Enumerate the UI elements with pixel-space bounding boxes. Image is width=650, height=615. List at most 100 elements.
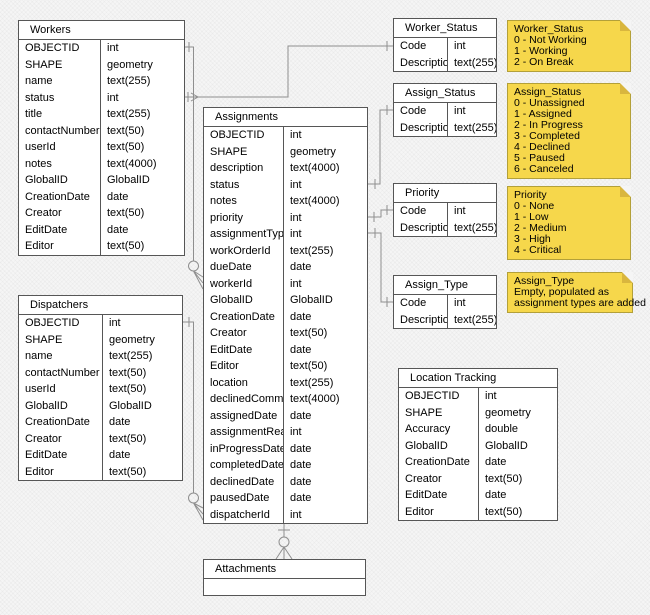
table-assign-status[interactable]: Assign_Status CodeintDescriptiontext(255… [393,83,497,137]
connector-workers-assignments [185,42,204,290]
field-name: Description [394,54,448,71]
table-title: Assign_Type [394,276,496,295]
field-name: Editor [399,503,479,520]
field-name: dueDate [204,259,284,276]
field-type: int [290,129,302,141]
table-title: Assignments [204,108,367,127]
field-type: int [107,42,119,54]
field-name: Description [394,311,448,328]
field-name: declinedDate [204,473,284,490]
table-worker-status[interactable]: Worker_Status CodeintDescriptiontext(255… [393,18,497,72]
table-assign-type[interactable]: Assign_Type CodeintDescriptiontext(255) [393,275,497,329]
field-type: text(50) [107,141,145,153]
table-rows: CodeintDescriptiontext(255) [394,295,496,328]
field-type: date [485,489,507,501]
table-row: Description text(255) [394,219,496,236]
table-row: assignmentRead int [204,424,367,441]
field-type: text(50) [290,360,328,372]
field-name: SHAPE [204,143,284,160]
field-type: text(50) [109,432,147,445]
field-name: workerId [204,275,284,292]
table-title: Location Tracking [399,369,557,388]
field-name: Creator [19,430,103,447]
field-type: date [290,475,312,488]
table-priority[interactable]: Priority CodeintDescription text(255) [393,183,497,237]
table-rows: CodeintDescriptiontext(255) [394,38,496,71]
field-name: description [204,160,284,177]
field-type: date [290,343,312,356]
field-name: Description [394,119,448,136]
field-type: text(50) [107,207,145,219]
table-row: Creator text(50) [19,430,182,447]
field-type: geometry [107,58,153,71]
table-rows [204,579,365,595]
table-attachments[interactable]: Attachments [203,559,366,596]
connector-assignments-attachments [275,522,293,560]
note-line: 5 - Paused [514,152,565,164]
table-title: Priority [394,184,496,203]
field-name: EditDate [399,487,479,504]
note-line: 3 - Completed [514,130,580,142]
field-name: completedDate [204,457,284,474]
field-type: text(50) [485,472,523,485]
field-type: text(255) [107,108,151,120]
field-name: name [19,348,103,365]
note-line: 4 - Critical [514,244,562,256]
table-row: dueDate date [204,259,367,276]
note-line: 6 - Canceled [514,163,574,175]
note-line: 2 - Medium [514,222,567,234]
field-name: Description [394,219,448,236]
field-type: text(255) [454,221,496,234]
field-type: int [109,317,121,329]
field-type: date [109,416,131,428]
note-line: Priority [514,189,547,201]
field-type: GlobalID [109,399,152,412]
field-type: int [290,426,302,438]
field-name: GlobalID [19,172,101,189]
table-rows: CodeintDescription text(255) [394,203,496,236]
field-type: date [290,261,312,273]
field-name: EditDate [19,447,103,464]
connector-assignstatus-assignments [368,105,393,189]
field-type: date [290,459,312,471]
field-name: Editor [19,238,101,255]
field-name: Accuracy [399,421,479,438]
connector-assigntype-assignments [368,228,393,307]
field-name: assignmentRead [204,424,284,441]
field-type: date [107,190,129,203]
note-line: Assign_Status [514,86,582,98]
